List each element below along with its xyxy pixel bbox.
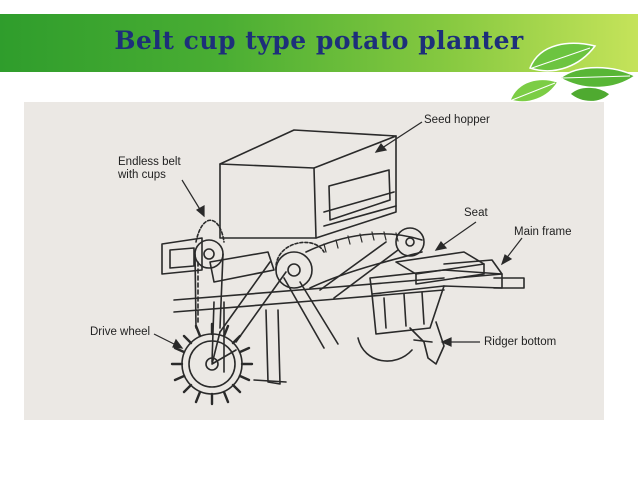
seed-hopper-shape — [219, 129, 397, 239]
slide-title: Belt cup type potato planter — [114, 26, 524, 55]
planter-diagram: Seed hopper Endless belt with cups Seat … — [24, 102, 604, 420]
label-ridger-bottom: Ridger bottom — [484, 336, 557, 348]
drive-wheel-shape — [170, 322, 254, 406]
seat-shape — [395, 251, 503, 285]
label-main-frame: Main frame — [514, 226, 572, 238]
label-endless-belt-line2: with cups — [118, 169, 166, 181]
title-banner — [0, 14, 638, 72]
label-seat: Seat — [464, 207, 488, 219]
label-drive-wheel: Drive wheel — [90, 326, 151, 338]
leaf-decoration-icon — [509, 42, 637, 103]
ridger-bottom-shape — [357, 321, 445, 365]
main-frame-shape — [369, 269, 525, 335]
label-seed-hopper: Seed hopper — [424, 114, 490, 126]
planter-drawing — [153, 121, 525, 406]
endless-belt-shape — [194, 219, 225, 329]
label-endless-belt-line1: Endless belt — [118, 156, 181, 168]
